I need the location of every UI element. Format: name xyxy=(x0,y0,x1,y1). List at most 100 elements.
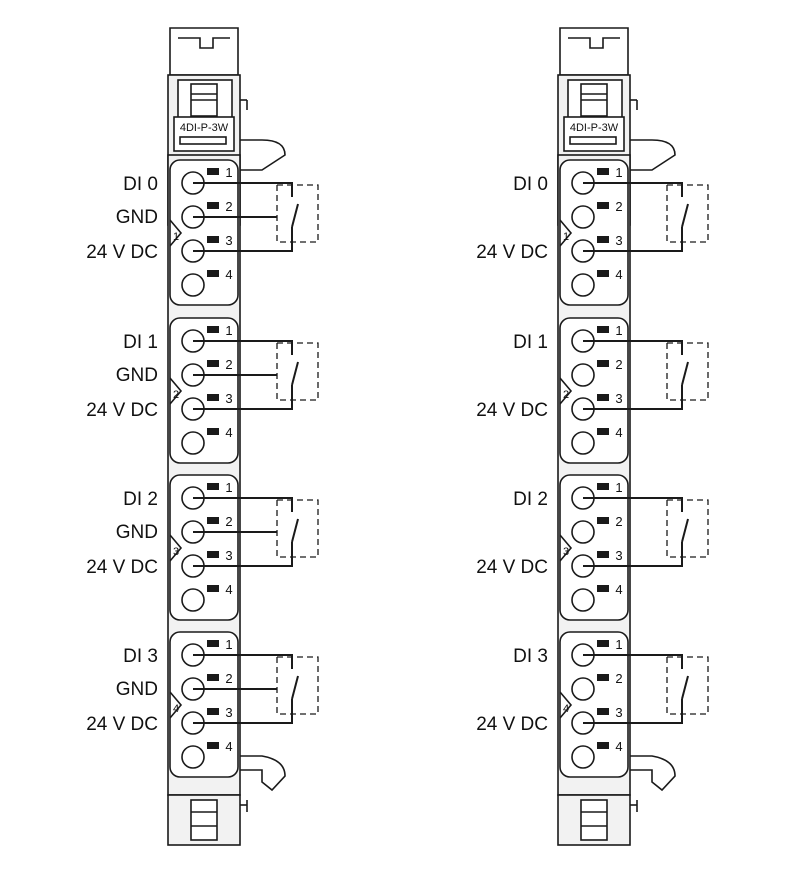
signal-label: DI 3 xyxy=(123,646,158,667)
din-clip-bottom xyxy=(240,755,286,792)
gnd-label: GND xyxy=(116,365,158,386)
led-indicator xyxy=(597,708,609,715)
led-indicator xyxy=(597,270,609,277)
top-connector xyxy=(169,27,239,76)
led-indicator xyxy=(207,428,219,435)
led-indicator xyxy=(207,326,219,333)
switch-contact xyxy=(291,675,299,700)
pin-number: 4 xyxy=(615,582,622,597)
pin-number: 1 xyxy=(615,637,622,652)
led-indicator xyxy=(207,517,219,524)
bottom-latch xyxy=(580,799,608,841)
led-indicator xyxy=(207,551,219,558)
din-clip-top xyxy=(240,139,286,171)
terminal-circle xyxy=(571,205,595,229)
terminal-circle xyxy=(181,431,205,455)
pin-number: 3 xyxy=(615,705,622,720)
supply-label: 24 V DC xyxy=(86,714,158,735)
supply-label: 24 V DC xyxy=(476,557,548,578)
pin-number: 1 xyxy=(225,637,232,652)
signal-label: DI 3 xyxy=(513,646,548,667)
pin-number: 4 xyxy=(615,425,622,440)
pin-number: 1 xyxy=(225,165,232,180)
group-number: 3 xyxy=(173,546,179,558)
group-number: 2 xyxy=(173,389,179,401)
led-indicator xyxy=(207,708,219,715)
wire-signal xyxy=(193,340,293,355)
signal-label: DI 0 xyxy=(123,174,158,195)
wire-supply xyxy=(193,227,293,252)
supply-label: 24 V DC xyxy=(86,242,158,263)
led-indicator xyxy=(207,168,219,175)
terminal-block xyxy=(559,317,629,464)
pin-number: 3 xyxy=(615,548,622,563)
top-connector-notch xyxy=(178,37,230,49)
terminal-circle xyxy=(181,745,205,769)
group-marker xyxy=(169,691,183,719)
pin-number: 2 xyxy=(615,514,622,529)
module-label-box xyxy=(563,116,625,152)
pin-number: 4 xyxy=(225,425,232,440)
top-connector-notch xyxy=(568,37,620,49)
switch-contact xyxy=(681,675,689,700)
sensor-box xyxy=(276,499,319,558)
bottom-latch xyxy=(190,799,218,841)
sensor-box xyxy=(666,342,709,401)
wire-supply xyxy=(583,542,683,567)
led-indicator xyxy=(597,236,609,243)
wire-supply xyxy=(193,699,293,724)
led-indicator xyxy=(597,640,609,647)
pin-number: 2 xyxy=(225,357,232,372)
group-number: 4 xyxy=(563,703,569,715)
group-marker xyxy=(559,377,573,405)
terminal-circle xyxy=(181,273,205,297)
label-slot xyxy=(569,136,617,145)
terminal-circle xyxy=(571,520,595,544)
sensor-box xyxy=(666,656,709,715)
terminal-circle xyxy=(571,363,595,387)
pin-number: 2 xyxy=(615,199,622,214)
supply-label: 24 V DC xyxy=(476,714,548,735)
group-number: 2 xyxy=(563,389,569,401)
pin-number: 3 xyxy=(225,705,232,720)
pin-number: 1 xyxy=(615,165,622,180)
wire-supply xyxy=(583,699,683,724)
terminal-circle xyxy=(571,273,595,297)
led-indicator xyxy=(207,742,219,749)
supply-label: 24 V DC xyxy=(476,242,548,263)
wire-signal xyxy=(583,182,683,197)
group-number: 1 xyxy=(563,231,569,243)
led-indicator xyxy=(207,270,219,277)
wire-supply xyxy=(583,385,683,410)
pin-number: 4 xyxy=(225,739,232,754)
led-indicator xyxy=(597,428,609,435)
module-label-box xyxy=(173,116,235,152)
led-indicator xyxy=(207,236,219,243)
module-label: 4DI-P-3W xyxy=(570,122,619,134)
terminal-block xyxy=(559,631,629,778)
wire-signal xyxy=(193,182,293,197)
pin-number: 2 xyxy=(225,514,232,529)
terminal-block xyxy=(169,631,239,778)
pin-number: 1 xyxy=(615,323,622,338)
signal-label: DI 2 xyxy=(513,489,548,510)
led-indicator xyxy=(207,640,219,647)
pin-number: 2 xyxy=(615,357,622,372)
pin-number: 4 xyxy=(615,739,622,754)
terminal-circle xyxy=(571,677,595,701)
sensor-box xyxy=(276,342,319,401)
led-indicator xyxy=(597,202,609,209)
pin-number: 3 xyxy=(615,233,622,248)
terminal-block xyxy=(559,474,629,621)
pin-number: 3 xyxy=(225,233,232,248)
pin-number: 3 xyxy=(225,391,232,406)
terminal-circle xyxy=(571,745,595,769)
group-number: 1 xyxy=(173,231,179,243)
